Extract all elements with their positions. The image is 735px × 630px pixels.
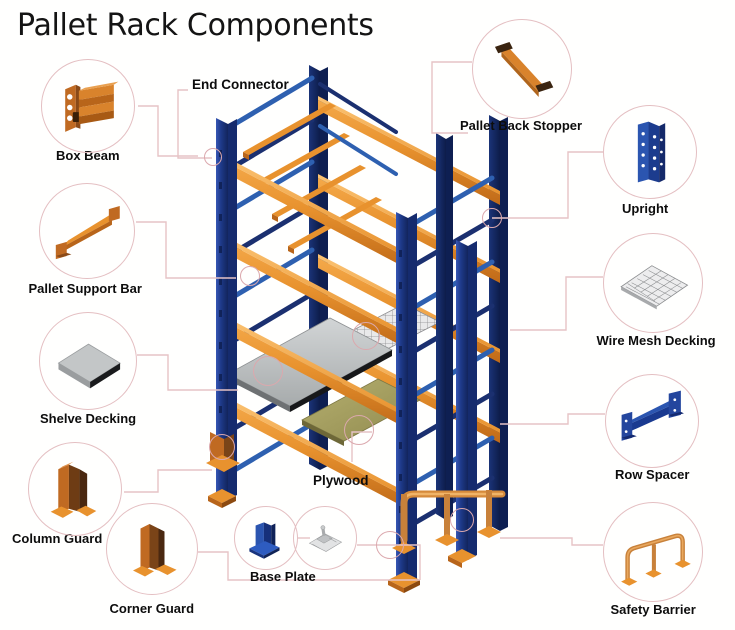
hot-support-bar [240, 266, 260, 286]
callout-bubble-shelve-decking[interactable] [39, 312, 137, 410]
box-beam-icon [65, 81, 119, 132]
callout-label-wire-mesh-decking: Wire Mesh Decking [596, 333, 716, 348]
hot-base-plate [376, 531, 404, 559]
callout-label-pallet-support-bar: Pallet Support Bar [28, 281, 142, 296]
callout-label-base-plate: Base Plate [250, 569, 316, 584]
hot-wire-mesh [352, 322, 380, 350]
callout-bubble-box-beam[interactable] [41, 59, 135, 153]
rack-upright-rear-right [436, 133, 453, 520]
rack-upright-front-right [456, 240, 477, 560]
wire-mesh-decking-icon [619, 264, 688, 309]
label-plywood: Plywood [313, 473, 369, 488]
row-spacer-icon [621, 390, 684, 441]
callout-label-safety-barrier: Safety Barrier [610, 602, 696, 617]
callout-bubble-safety-barrier[interactable] [603, 502, 703, 602]
safety-barrier-icon [620, 533, 691, 586]
hot-end-connector [204, 148, 222, 166]
hot-column-guard [209, 434, 235, 460]
shelve-decking-icon [57, 343, 121, 388]
callout-label-row-spacer: Row Spacer [615, 467, 690, 482]
callout-bubble-upright[interactable] [603, 105, 697, 199]
callout-label-upright: Upright [622, 201, 669, 216]
pallet-support-bar-icon [55, 206, 120, 260]
hot-plywood [344, 415, 374, 445]
rack-safety-barrier-installed [392, 490, 506, 554]
callout-label-corner-guard: Corner Guard [109, 601, 195, 616]
callout-label-box-beam: Box Beam [56, 148, 120, 163]
anchor-bolt-icon [308, 525, 343, 552]
rack-rear-brace-detail [318, 82, 398, 176]
hot-row-spacer [450, 508, 474, 532]
hot-shelve-decking [253, 356, 283, 386]
rack-beams-front [216, 155, 406, 508]
callout-bubble-pallet-support-bar[interactable] [39, 183, 135, 279]
hot-upright [482, 208, 502, 228]
rack-geometry [206, 65, 508, 593]
callout-label-pallet-back-stopper: Pallet Back Stopper [460, 118, 583, 133]
callout-label-shelve-decking: Shelve Decking [40, 411, 137, 426]
callout-bubble-wire-mesh-decking[interactable] [603, 233, 703, 333]
corner-guard-icon [132, 523, 176, 576]
base-plate-icon [249, 522, 280, 559]
label-end-connector: End Connector [192, 77, 289, 92]
callout-bubble-anchor-bolt[interactable] [293, 506, 357, 570]
column-guard-icon [50, 461, 97, 518]
pallet-back-stopper-icon [494, 41, 553, 97]
upright-icon [637, 121, 666, 183]
callout-bubble-column-guard[interactable] [28, 442, 122, 536]
callout-bubble-pallet-back-stopper[interactable] [472, 19, 572, 119]
page-title: Pallet Rack Components [17, 8, 374, 43]
rack-upright-front-left [216, 118, 237, 500]
callout-bubble-row-spacer[interactable] [605, 374, 699, 468]
callout-bubble-corner-guard[interactable] [106, 503, 198, 595]
